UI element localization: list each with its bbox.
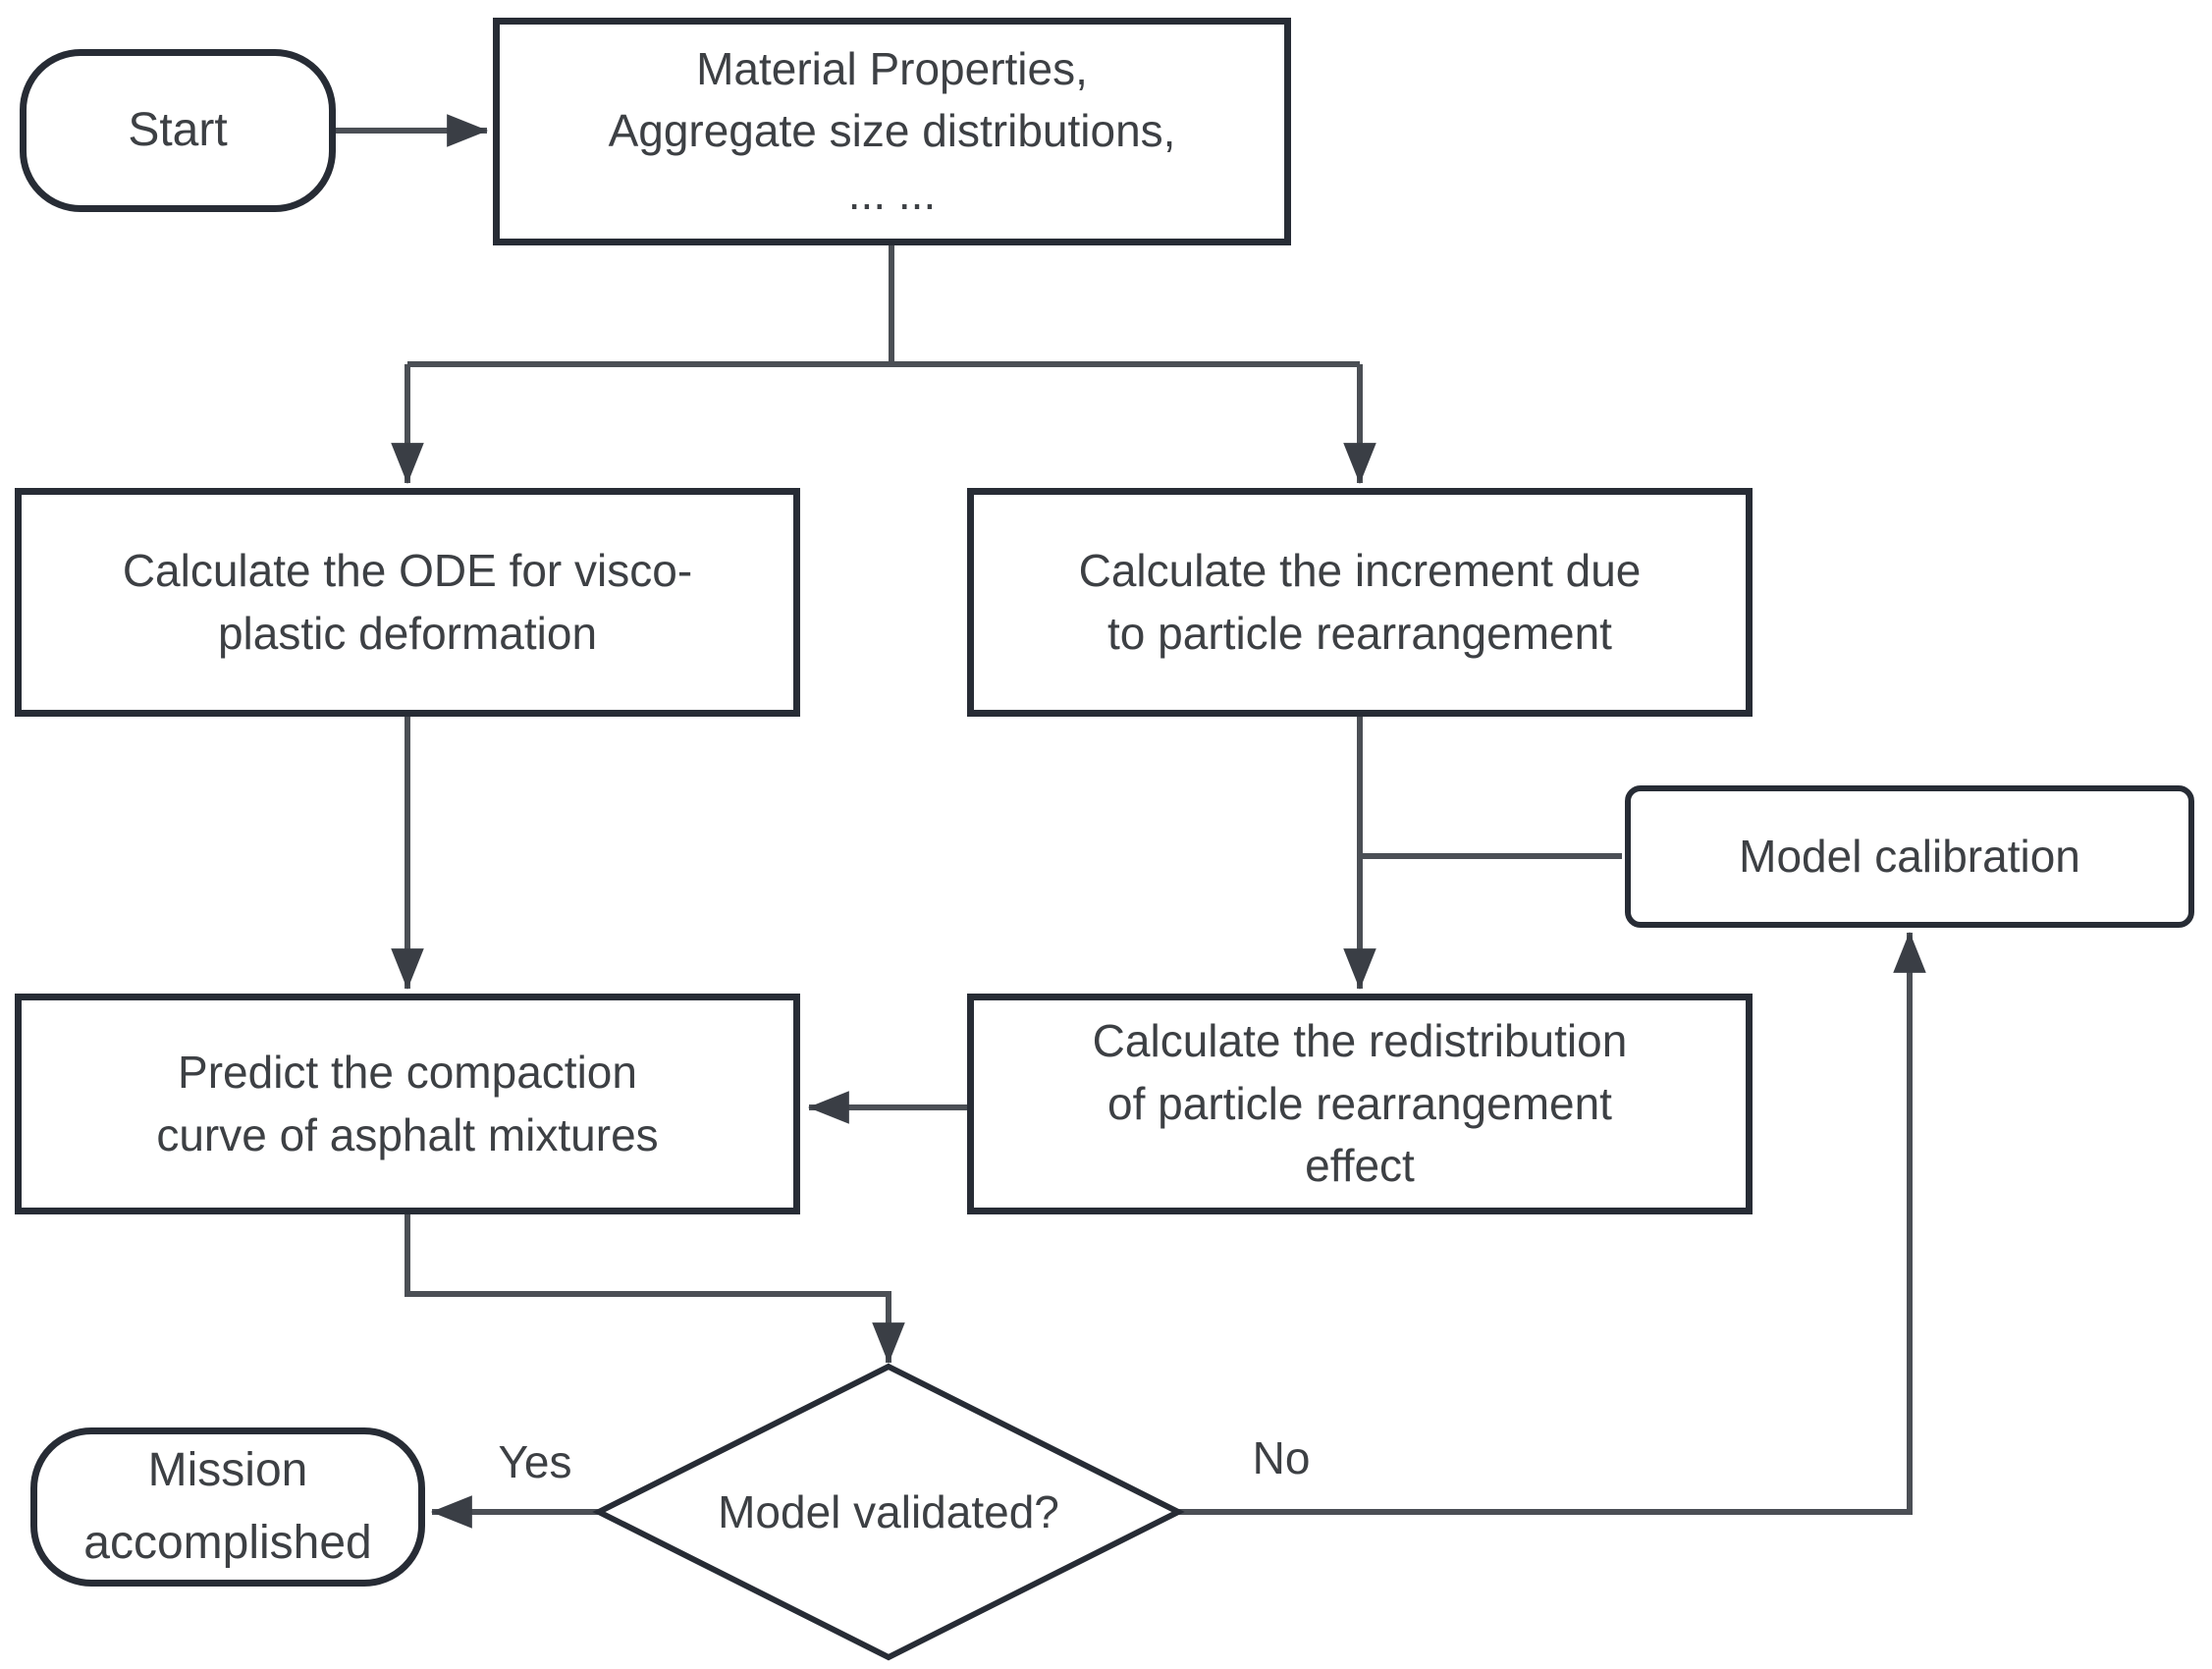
redistribution-node: Calculate the redistribution of particle… — [967, 994, 1753, 1214]
inputs-line: Material Properties, — [696, 42, 1088, 94]
start-label: Start — [128, 103, 228, 156]
calibration-node: Model calibration — [1625, 785, 2194, 928]
mission-node: Mission accomplished — [30, 1427, 425, 1587]
inputs-line: ... ... — [847, 167, 937, 219]
redistribution-line: Calculate the redistribution — [1092, 1015, 1628, 1067]
yes-label: Yes — [498, 1436, 572, 1487]
decision-diamond — [592, 1363, 1185, 1661]
ode-node: Calculate the ODE for visco- plastic def… — [15, 488, 800, 717]
redistribution-line: of particle rearrangement — [1107, 1077, 1612, 1129]
edge-predict-to-decision — [405, 1214, 905, 1365]
increment-line: Calculate the increment due — [1078, 545, 1642, 597]
predict-line: curve of asphalt mixtures — [156, 1108, 659, 1160]
ode-line: plastic deformation — [217, 607, 598, 659]
start-node: Start — [20, 49, 336, 212]
mission-line: Mission — [147, 1443, 308, 1496]
calibration-label: Model calibration — [1739, 830, 2080, 882]
increment-line: to particle rearrangement — [1107, 607, 1612, 659]
predict-node: Predict the compaction curve of asphalt … — [15, 994, 800, 1214]
redistribution-line: effect — [1305, 1140, 1415, 1192]
mission-line: accomplished — [83, 1517, 372, 1569]
decision-label: Model validated? — [718, 1486, 1059, 1537]
predict-line: Predict the compaction — [178, 1047, 637, 1099]
increment-node: Calculate the increment due to particle … — [967, 488, 1753, 717]
edge-decision-no — [1178, 931, 1926, 1515]
ode-line: Calculate the ODE for visco- — [122, 545, 693, 597]
inputs-node: Material Properties, Aggregate size dist… — [493, 18, 1291, 245]
no-label: No — [1252, 1432, 1311, 1483]
inputs-line: Aggregate size distributions, — [608, 105, 1176, 157]
